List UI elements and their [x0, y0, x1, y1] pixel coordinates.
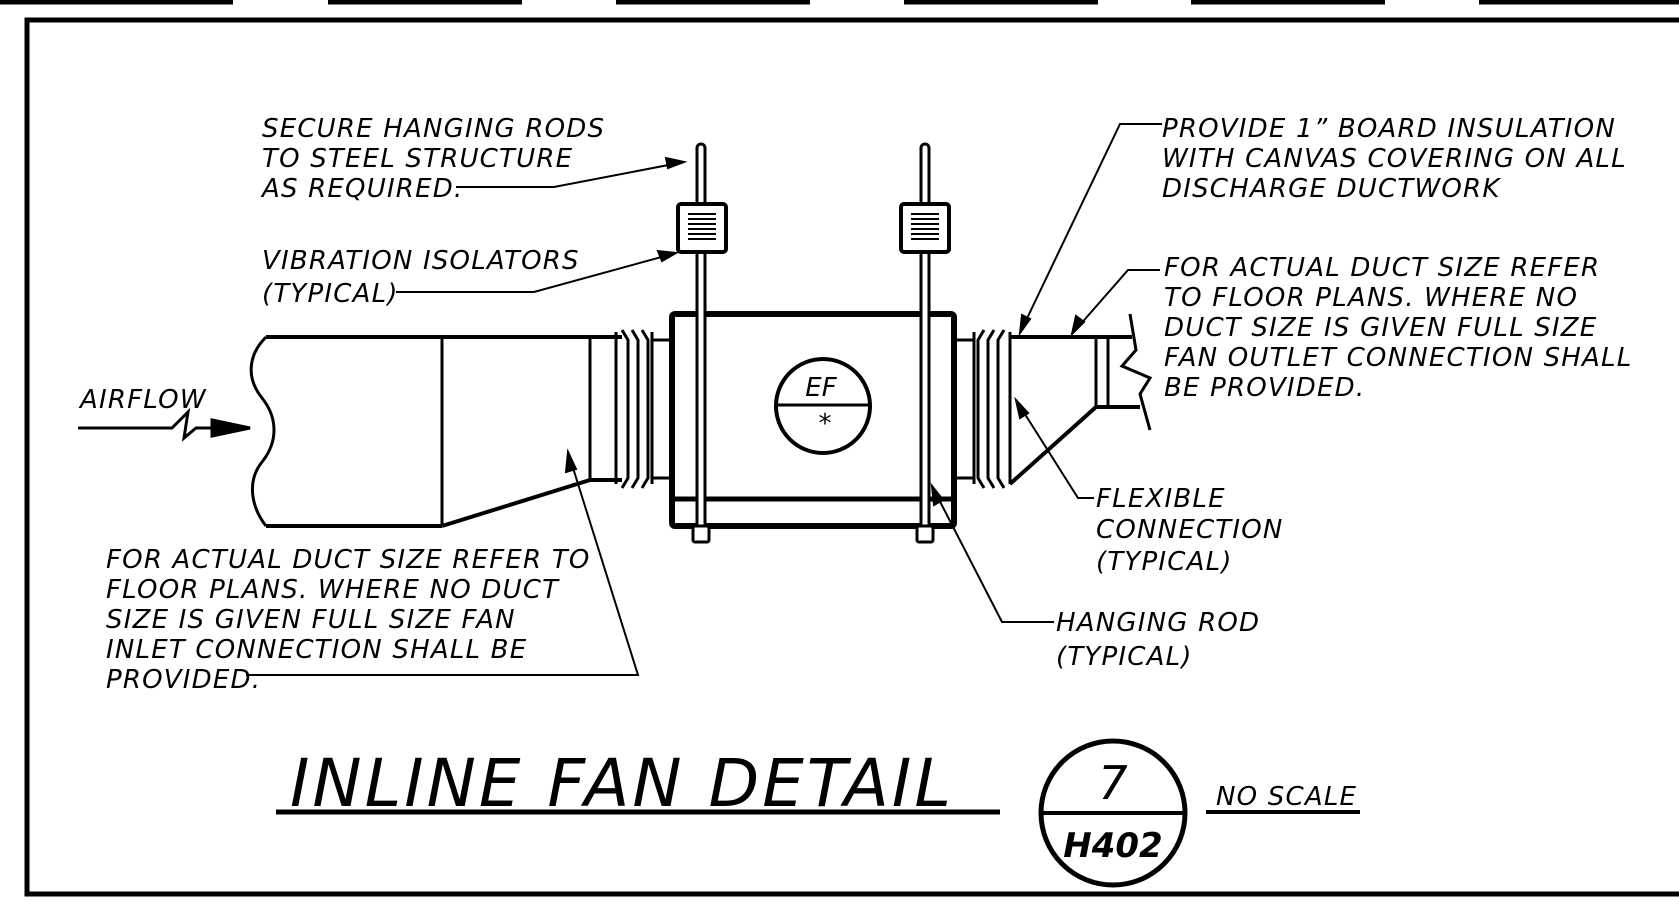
- inlet-duct: [249, 335, 622, 528]
- sheet-number: H402: [1063, 826, 1162, 866]
- note-flexible-connection: FLEXIBLE CONNECTION (TYPICAL): [1096, 484, 1284, 577]
- hanging-rods: [691, 142, 935, 544]
- note-line: SIZE IS GIVEN FULL SIZE FAN: [106, 605, 516, 635]
- airflow-label: AIRFLOW: [78, 385, 207, 415]
- detail-frame: [24, 17, 1679, 897]
- note-line: PROVIDE 1” BOARD INSULATION: [1162, 114, 1616, 144]
- leader-lines: [246, 123, 1162, 676]
- note-vibration-isolators: VIBRATION ISOLATORS (TYPICAL): [262, 246, 580, 309]
- scale-label: NO SCALE: [1216, 782, 1357, 812]
- note-line: (TYPICAL): [1096, 547, 1233, 577]
- note-hanging-rod: HANGING ROD (TYPICAL): [1056, 608, 1260, 672]
- note-line: DUCT SIZE IS GIVEN FULL SIZE: [1164, 313, 1597, 343]
- note-line: FOR ACTUAL DUCT SIZE REFER TO: [106, 545, 591, 575]
- note-line: VIBRATION ISOLATORS: [262, 246, 580, 276]
- outlet-flexible-connection: [952, 329, 1012, 489]
- note-line: INLET CONNECTION SHALL BE: [106, 635, 527, 665]
- fan-tag-label: EF: [805, 373, 837, 403]
- outlet-duct: [1008, 313, 1153, 486]
- note-line: CONNECTION: [1096, 515, 1284, 545]
- detail-number: 7: [1098, 756, 1127, 810]
- note-line: (TYPICAL): [262, 279, 399, 309]
- note-line: (TYPICAL): [1056, 642, 1193, 672]
- note-line: AS REQUIRED.: [260, 174, 463, 204]
- note-line: PROVIDED.: [106, 665, 261, 695]
- note-line: FOR ACTUAL DUCT SIZE REFER: [1164, 253, 1600, 283]
- note-line: SECURE HANGING RODS: [262, 114, 605, 144]
- note-line: HANGING ROD: [1056, 608, 1260, 638]
- vibration-isolators: [676, 202, 951, 254]
- note-outlet-duct: FOR ACTUAL DUCT SIZE REFER TO FLOOR PLAN…: [1164, 253, 1632, 403]
- detail-bubble: 7 H402: [1038, 738, 1188, 888]
- inlet-flexible-connection: [614, 329, 674, 489]
- note-board-insulation: PROVIDE 1” BOARD INSULATION WITH CANVAS …: [1162, 114, 1627, 204]
- fan-tag-mark: *: [819, 409, 832, 439]
- note-line: WITH CANVAS COVERING ON ALL: [1162, 144, 1627, 174]
- note-line: FLEXIBLE: [1096, 484, 1226, 514]
- note-line: TO STEEL STRUCTURE: [262, 144, 573, 174]
- note-line: FLOOR PLANS. WHERE NO DUCT: [106, 575, 560, 605]
- note-secure-rods: SECURE HANGING RODS TO STEEL STRUCTURE A…: [260, 114, 605, 204]
- note-line: DISCHARGE DUCTWORK: [1162, 174, 1501, 204]
- note-line: FAN OUTLET CONNECTION SHALL: [1164, 343, 1632, 373]
- note-line: BE PROVIDED.: [1164, 373, 1365, 403]
- detail-title-block: INLINE FAN DETAIL 7 H402 NO SCALE: [276, 738, 1360, 888]
- note-inlet-duct: FOR ACTUAL DUCT SIZE REFER TO FLOOR PLAN…: [106, 545, 591, 695]
- note-line: TO FLOOR PLANS. WHERE NO: [1164, 283, 1578, 313]
- detail-title: INLINE FAN DETAIL: [290, 745, 954, 822]
- fan-tag: EF *: [774, 357, 872, 455]
- airflow-arrow: [78, 407, 251, 442]
